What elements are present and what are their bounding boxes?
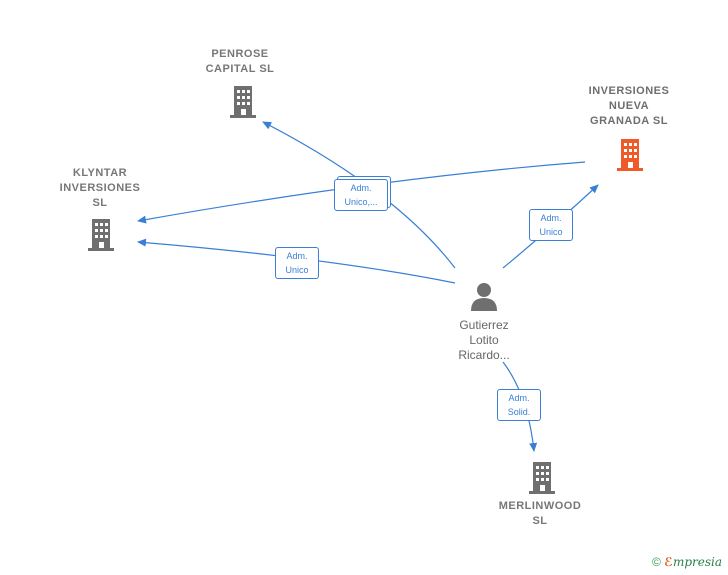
brand-logo: mpresia: [672, 555, 722, 569]
node-label-person[interactable]: Gutierrez Lotito Ricardo...: [458, 318, 510, 362]
node-label-merlinwood[interactable]: MERLINWOOD SL: [498, 500, 582, 527]
edge-label-adm-unico-granada[interactable]: Adm. Unico: [529, 209, 573, 241]
node-label-inversiones-nueva-granada[interactable]: INVERSIONES NUEVA GRANADA SL: [588, 85, 670, 127]
edge-label-adm-unico-multi[interactable]: Adm. Unico,...: [334, 179, 388, 211]
brand-logo-initial: ℰ: [664, 555, 673, 569]
building-icon[interactable]: [228, 84, 258, 118]
node-label-klyntar[interactable]: KLYNTAR INVERSIONES SL: [59, 167, 141, 209]
copyright-symbol: ©: [651, 555, 661, 569]
building-icon[interactable]: [615, 137, 645, 171]
edge-label-adm-solid-merlinwood[interactable]: Adm. Solid.: [497, 389, 541, 421]
person-icon[interactable]: [471, 283, 497, 311]
edge-label-adm-unico-klyntar[interactable]: Adm. Unico: [275, 247, 319, 279]
building-icon[interactable]: [527, 460, 557, 494]
copyright-notice: © ℰmpresia: [652, 555, 722, 569]
building-icon[interactable]: [86, 217, 116, 251]
node-label-penrose[interactable]: PENROSE CAPITAL SL: [205, 48, 275, 75]
